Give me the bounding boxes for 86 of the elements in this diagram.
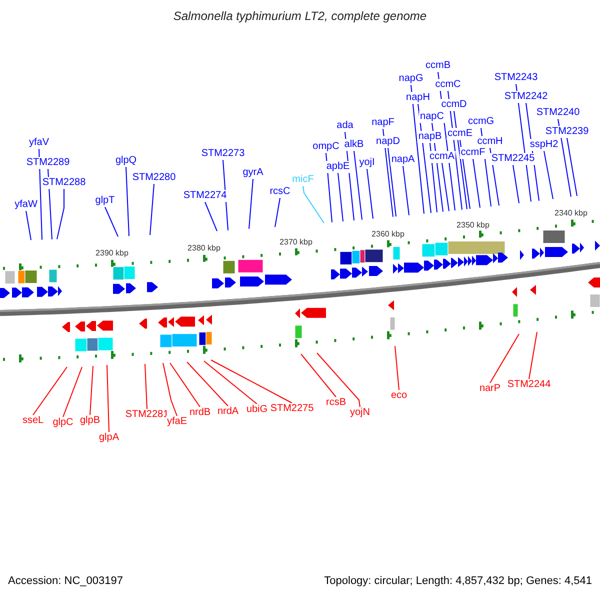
footer-note: Topology: circular; Length: 4,857,432 bp; Genes: 4,541 [324, 575, 592, 587]
gene-label: napF [370, 117, 396, 129]
gene-label: STM2274 [182, 190, 228, 202]
gene-label: apbE [325, 161, 351, 173]
gene-label: STM2239 [544, 126, 590, 138]
gene-label: ompC [312, 141, 340, 153]
leader-line [38, 148, 42, 240]
leader-line [302, 186, 324, 224]
gene-label: ccmE [446, 128, 474, 140]
leader-line [186, 362, 228, 406]
gene-label: sspH2 [528, 139, 560, 151]
leader-line [300, 354, 336, 398]
gene-label: napA [390, 154, 416, 166]
gene-label: STM2240 [535, 107, 581, 119]
leader-line [472, 158, 480, 208]
gene-label: yfaV [28, 137, 50, 149]
gene-label: ccmH [476, 136, 504, 148]
leader-line [338, 172, 344, 222]
scale-label: 2390 kbp [96, 248, 128, 258]
gene-label: micF [291, 174, 315, 186]
leader-line [274, 198, 280, 228]
leader-line [512, 164, 520, 204]
leader-line [144, 364, 148, 410]
leader-line [566, 138, 578, 196]
gene-label: ccmD [440, 99, 468, 111]
gene-label: glpA [98, 432, 120, 444]
diagram-title: Salmonella typhimurium LT2, complete genome [173, 10, 427, 22]
leader-line [442, 162, 450, 212]
leader-line [56, 188, 64, 240]
gene-label: napH [405, 92, 431, 104]
gene-label: glpC [52, 417, 74, 429]
gene-label: napD [375, 136, 401, 148]
gene-label: ccmA [428, 151, 456, 163]
leader-line [410, 84, 424, 214]
leader-line [32, 366, 68, 416]
leader-line [26, 210, 32, 241]
leader-line [454, 110, 468, 210]
scale-label: 2340 kbp [554, 208, 588, 218]
gene-label: gyrA [242, 167, 264, 179]
leader-line [104, 206, 118, 238]
gene-label: yfaW [14, 199, 38, 211]
leader-line [170, 362, 200, 408]
gene-label: ccmF [460, 147, 486, 159]
leader-line [388, 148, 396, 217]
leader-line [402, 166, 410, 216]
gene-label: napG [398, 73, 424, 85]
gene-label: glpQ [114, 155, 138, 167]
leader-line [126, 166, 130, 237]
gene-label: yojI [358, 157, 376, 169]
gene-label: STM2243 [493, 72, 539, 84]
leader-line [162, 362, 178, 416]
leader-line [354, 150, 362, 220]
scale-label: 2350 kbp [456, 220, 490, 230]
leader-line [382, 128, 394, 218]
leader-line [248, 178, 254, 230]
leader-line [204, 360, 258, 404]
gene-label: rcsC [268, 186, 292, 198]
leader-line [316, 352, 360, 408]
leader-line [490, 334, 520, 384]
leader-line [62, 366, 82, 418]
gene-label: napB [417, 131, 443, 143]
leader-line [90, 366, 94, 416]
scale-label: 2360 kbp [372, 229, 404, 238]
gene-label: glpT [94, 195, 116, 207]
gene-label: ccmG [466, 116, 496, 128]
gene-label: glpB [79, 415, 101, 427]
gene-label: STM2245 [490, 153, 536, 165]
leader-line [394, 346, 400, 390]
gene-label: yojN [349, 407, 371, 419]
gene-label: STM2288 [41, 177, 87, 189]
gene-label: STM2289 [25, 157, 71, 169]
scale-label: 2380 kbp [188, 244, 220, 253]
leader-line [106, 364, 110, 432]
scale-label: 2370 kbp [280, 237, 312, 246]
leader-line [150, 184, 154, 236]
gene-label: napC [419, 111, 445, 123]
gene-label: yfaE [166, 416, 188, 428]
leader-line [204, 202, 218, 232]
footer-note: Accession: NC_003197 [8, 575, 123, 587]
gene-label: alkB [343, 139, 365, 151]
leader-line [528, 332, 538, 380]
gene-label: ccmC [434, 79, 462, 91]
leader-line [366, 168, 374, 220]
gene-label: STM2242 [503, 91, 549, 103]
leader-line [210, 360, 292, 404]
leader-line [544, 150, 554, 200]
